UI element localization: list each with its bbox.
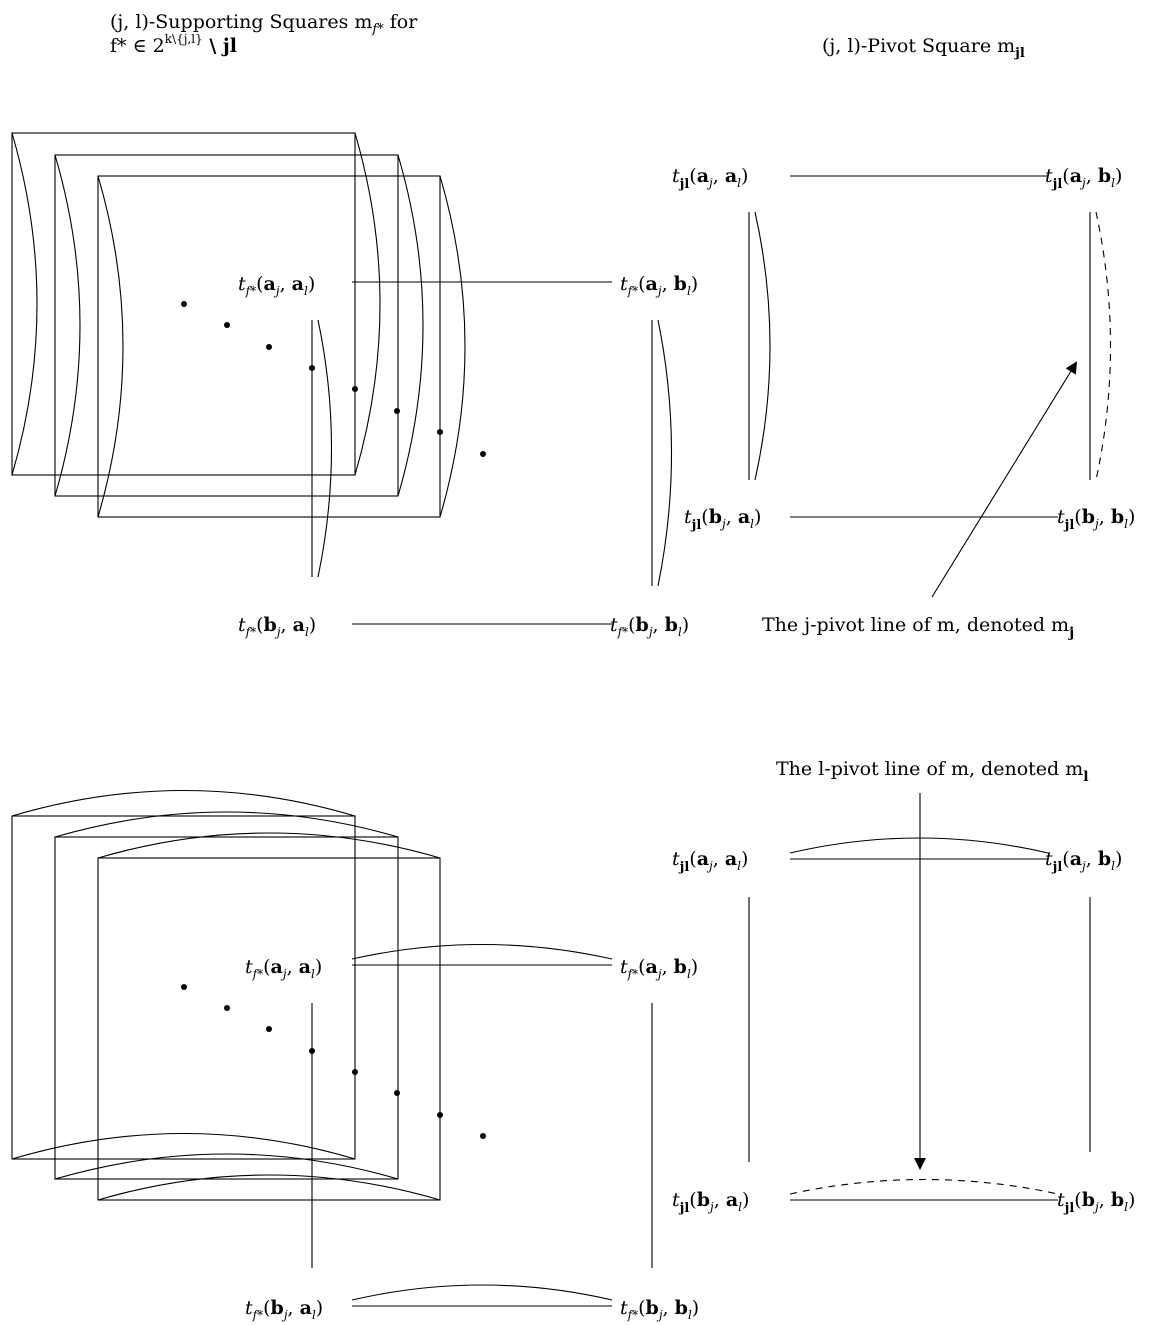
support-square-middle	[54, 836, 399, 1180]
bottom-f-labels: tf*(aj, al) tf*(aj, bl) tf*(bj, al) tf*(…	[245, 956, 699, 1322]
edge-left-curve	[317, 319, 333, 578]
top-f-labels: tf*(aj, al) tf*(aj, bl) tf*(bj, al) tf*(…	[238, 273, 698, 639]
dot	[394, 1090, 400, 1096]
label-p-ab: tjl(aj, bl)	[1045, 848, 1122, 875]
j-pivot-line-dashed	[1095, 211, 1111, 481]
top-supporting-plane	[311, 281, 673, 625]
j-pivot-annotation: The j-pivot line of m, denoted mj	[762, 614, 1074, 641]
svg-text:(j, l)-Supporting Squares mf*: (j, l)-Supporting Squares mf* for	[110, 11, 418, 37]
label-p-ba: tjl(bj, al)	[684, 506, 761, 533]
curve	[54, 811, 399, 838]
top-pivot-labels: tjl(aj, al) tjl(aj, bl) tjl(bj, al) tjl(…	[672, 165, 1135, 533]
bottom-pivot-square	[748, 793, 1091, 1201]
dot	[437, 429, 443, 435]
label-f-ab: tf*(aj, bl)	[620, 273, 698, 298]
label-f-bb: tf*(bj, bl)	[610, 614, 689, 639]
curve	[11, 790, 356, 817]
dot	[224, 322, 230, 328]
label-f-aa: tf*(aj, al)	[245, 956, 322, 981]
curve	[54, 154, 81, 497]
j-pivot-arrow	[931, 361, 1078, 598]
label-f-ab: tf*(aj, bl)	[620, 956, 698, 981]
label-p-aa: tjl(aj, al)	[672, 848, 748, 875]
edge-right-curve	[657, 319, 673, 587]
support-square-back	[11, 815, 356, 1160]
top-ellipsis-dots	[181, 301, 486, 457]
l-pivot-line-dashed	[789, 1179, 1059, 1195]
top-pivot-square	[748, 175, 1111, 598]
curve	[54, 1153, 399, 1180]
bottom-supporting-squares	[11, 790, 441, 1201]
support-square-front	[97, 857, 441, 1201]
edge-bottom-curve	[351, 1284, 613, 1301]
label-f-ba: tf*(bj, al)	[238, 614, 316, 639]
dot	[480, 1133, 486, 1139]
curve	[397, 154, 424, 497]
label-f-ba: tf*(bj, al)	[245, 1297, 323, 1322]
bottom-ellipsis-dots	[181, 984, 486, 1139]
pivot-square-title: (j, l)-Pivot Square mjl	[822, 35, 1025, 61]
svg-text:The l-pivot line of m, denoted: The l-pivot line of m, denoted ml	[776, 758, 1089, 785]
top-supporting-squares	[11, 132, 466, 518]
dot	[266, 1026, 272, 1032]
support-square-middle	[54, 154, 399, 497]
svg-text:(j, l)-Pivot Square mjl: (j, l)-Pivot Square mjl	[822, 35, 1025, 61]
dot	[181, 301, 187, 307]
label-p-bb: tjl(bj, bl)	[1057, 506, 1135, 533]
bottom-pivot-labels: tjl(aj, al) tjl(aj, bl) tjl(bj, al) tjl(…	[672, 848, 1135, 1216]
pivot-edge-left-curve	[754, 211, 771, 481]
dot	[394, 408, 400, 414]
curve	[11, 1133, 356, 1160]
dot	[181, 984, 187, 990]
label-p-bb: tjl(bj, bl)	[1057, 1189, 1135, 1216]
curve	[97, 832, 441, 859]
curve	[97, 175, 124, 518]
pivot-edge-top-curve	[789, 837, 1049, 854]
curve	[354, 132, 381, 476]
label-p-ba: tjl(bj, al)	[672, 1189, 749, 1216]
dot	[480, 451, 486, 457]
l-pivot-annotation: The l-pivot line of m, denoted ml	[776, 758, 1089, 785]
bottom-supporting-plane	[311, 944, 653, 1307]
supporting-squares-title: (j, l)-Supporting Squares mf* for f* ∈ 2…	[110, 11, 418, 57]
label-p-aa: tjl(aj, al)	[672, 165, 748, 192]
edge-top-curve	[351, 944, 613, 960]
dot	[437, 1112, 443, 1118]
svg-text:f* ∈ 2k\{j,l} \ jl: f* ∈ 2k\{j,l} \ jl	[110, 32, 237, 57]
dot	[352, 386, 358, 392]
curve	[11, 132, 38, 476]
label-f-aa: tf*(aj, al)	[238, 273, 315, 298]
label-f-bb: tf*(bj, bl)	[620, 1297, 699, 1322]
dot	[266, 344, 272, 350]
dot	[352, 1069, 358, 1075]
curve	[439, 175, 466, 518]
curve	[97, 1174, 441, 1201]
dot	[224, 1005, 230, 1011]
support-square-back	[11, 132, 356, 476]
support-square-front	[97, 175, 441, 518]
label-p-ab: tjl(aj, bl)	[1045, 165, 1122, 192]
svg-text:The j-pivot line of m, denoted: The j-pivot line of m, denoted mj	[762, 614, 1074, 641]
